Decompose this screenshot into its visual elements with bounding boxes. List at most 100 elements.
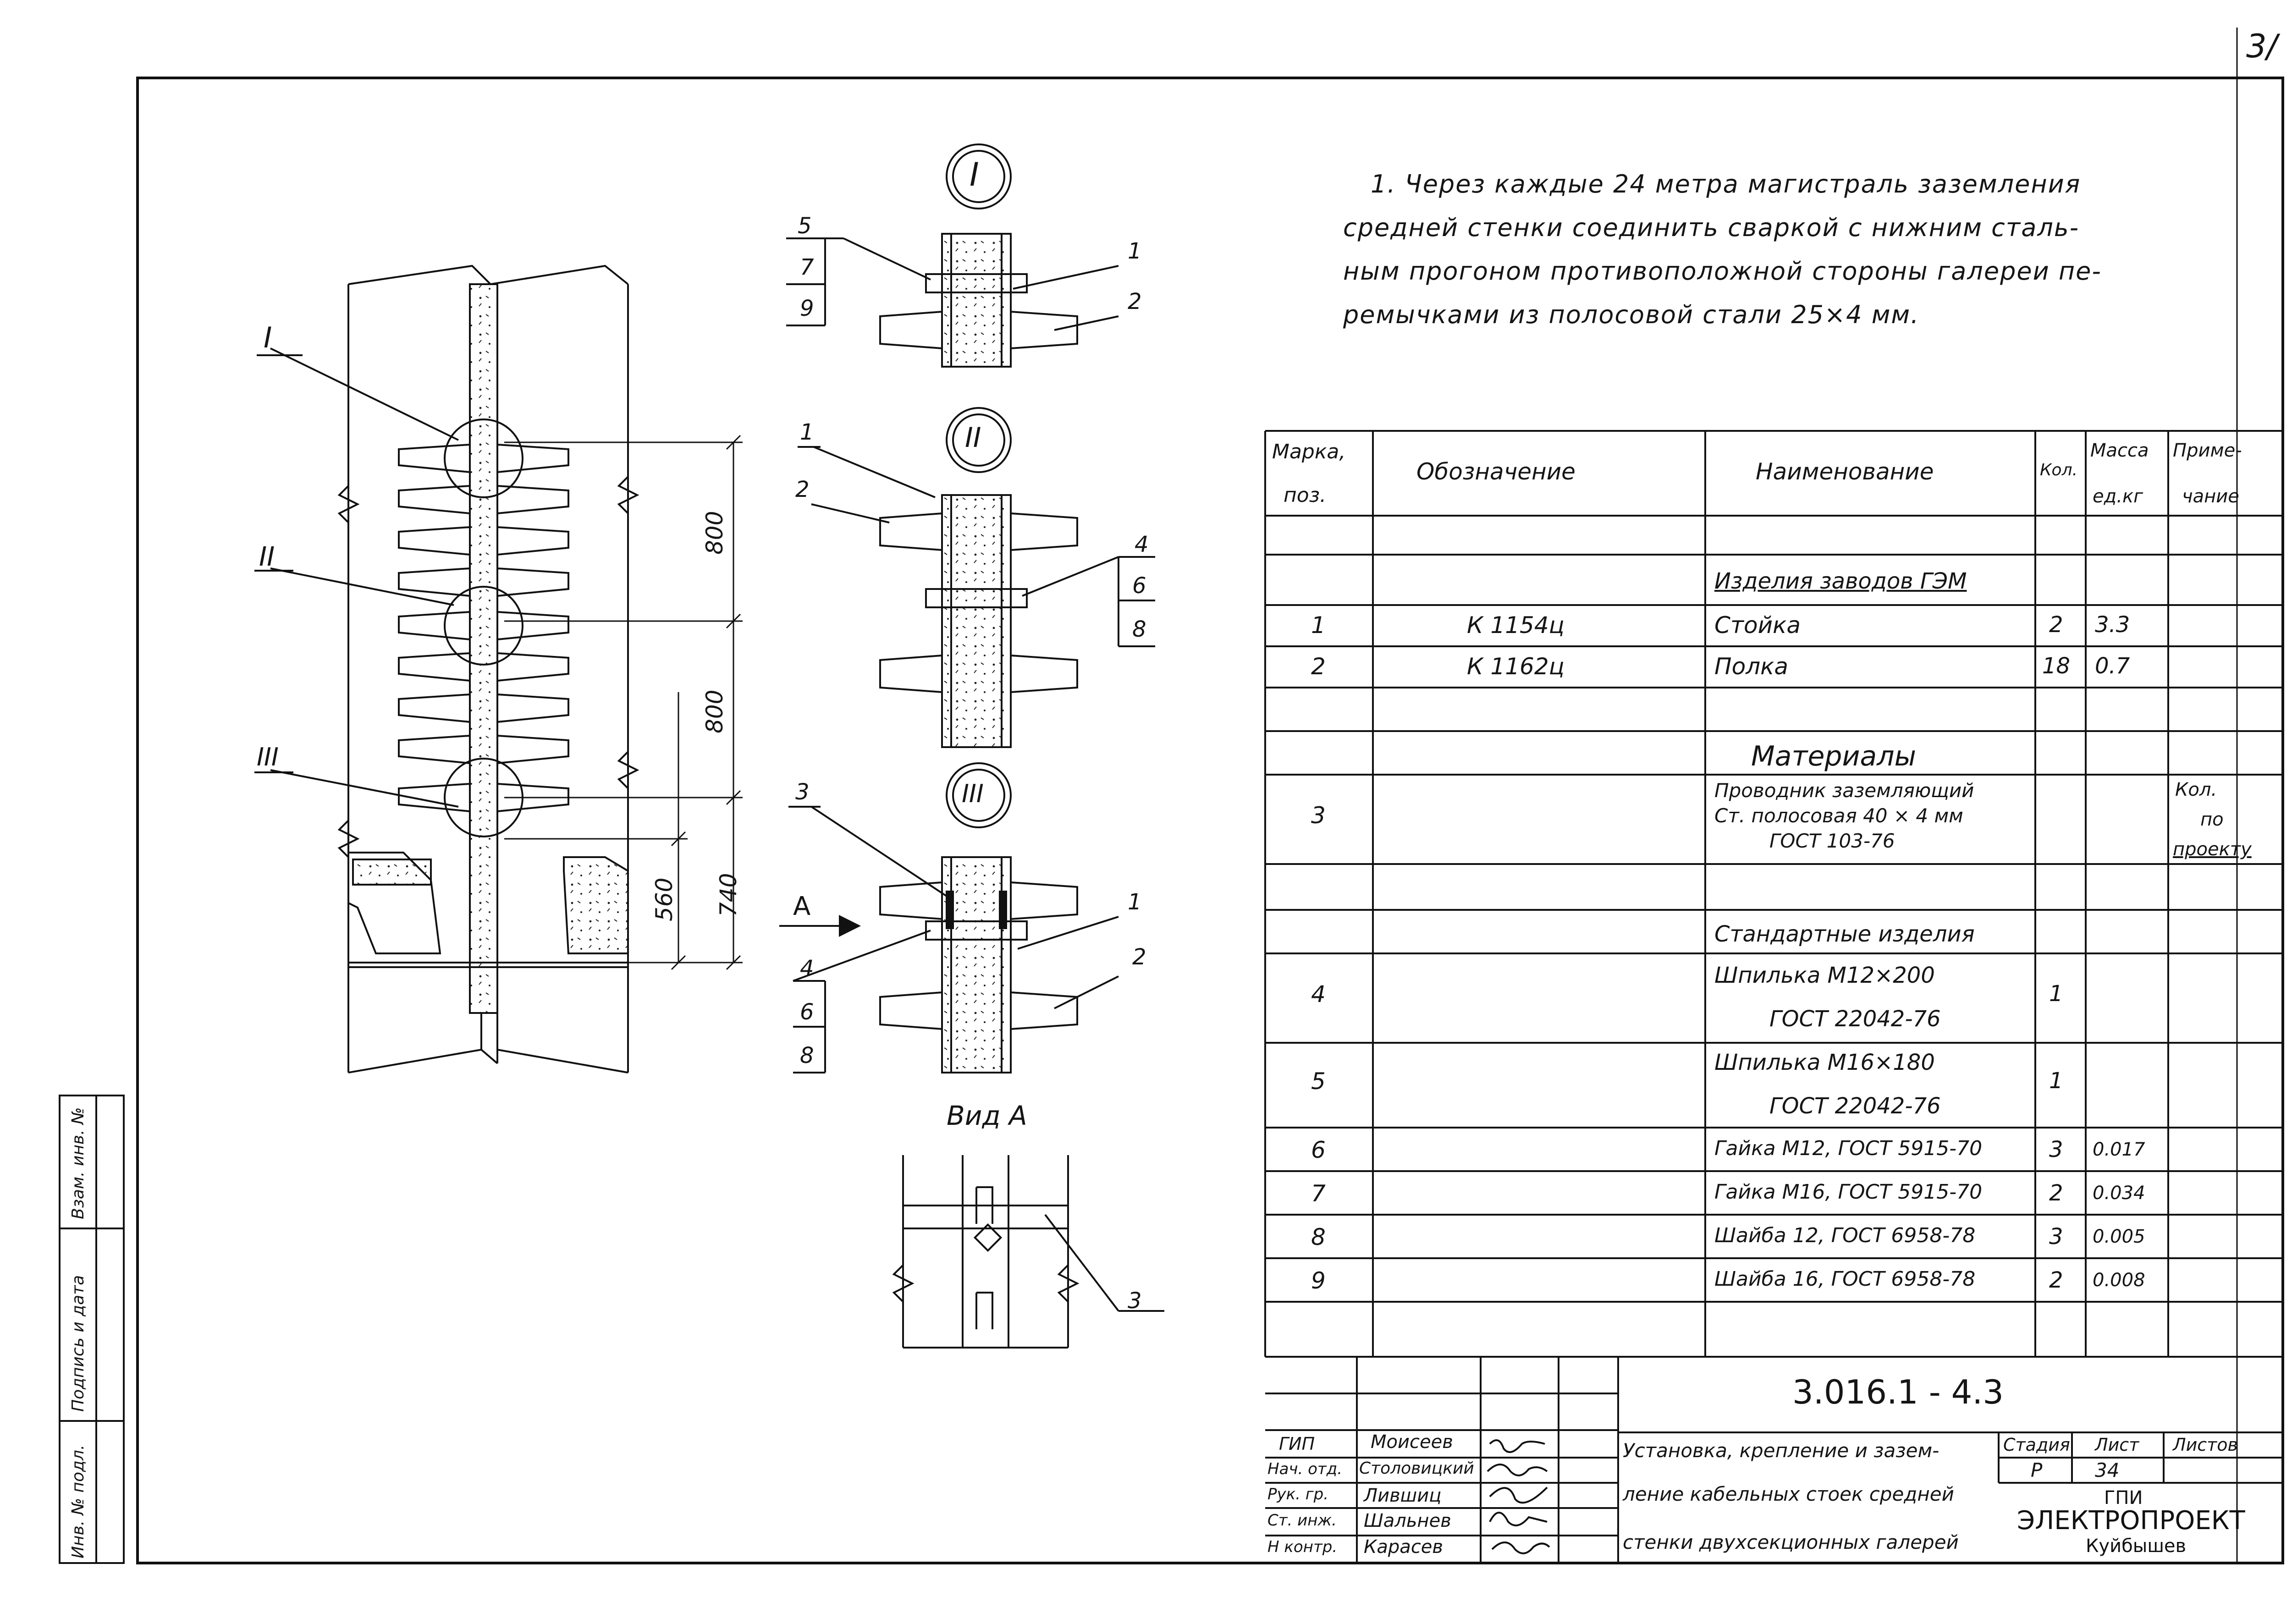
shelf-right	[496, 693, 569, 723]
side-stamp-grid	[59, 1095, 125, 1564]
col-header-qty: Кол.	[2040, 461, 2078, 479]
row9-pos: 9	[1311, 1267, 1326, 1294]
name-senior-eng: Шальнев	[1364, 1510, 1451, 1531]
detail2-pos-2: 2	[795, 477, 810, 502]
detail-III	[779, 762, 1119, 1073]
row3-pos: 3	[1311, 802, 1326, 829]
view-A-arrow-label: А	[793, 892, 811, 921]
stage-value: Р	[2031, 1459, 2043, 1481]
shelf-left	[398, 611, 471, 641]
row2-des: К 1162ц	[1467, 653, 1565, 680]
spec-table-grid	[1264, 430, 2283, 1357]
row6-qty: 3	[2049, 1137, 2063, 1162]
detail-II-label: II	[965, 422, 981, 454]
title-line-3: стенки двухсекционных галерей	[1623, 1531, 1959, 1553]
row7-name: Гайка М16, ГОСТ 5915-70	[1714, 1180, 1983, 1204]
sheet-frame	[136, 28, 2284, 1564]
stamp-sign-date: Подпись и дата	[69, 1275, 88, 1412]
view-A-pos-3: 3	[1128, 1288, 1142, 1314]
document-code: 3.016.1 - 4.3	[1792, 1373, 2004, 1411]
row5-name1: Шпилька М16×180	[1714, 1050, 1935, 1075]
row1-name: Стойка	[1714, 612, 1801, 639]
name-gip: Моисеев	[1371, 1431, 1453, 1453]
shelf-right	[496, 734, 569, 765]
row9-qty: 2	[2049, 1267, 2063, 1293]
shelf-right	[496, 526, 569, 556]
detail-I	[786, 143, 1119, 368]
shelf-left	[398, 693, 471, 723]
shelf-right	[496, 567, 569, 597]
row6-name: Гайка М12, ГОСТ 5915-70	[1714, 1137, 1983, 1160]
callout-I: I	[264, 321, 272, 354]
name-norm-control: Карасев	[1364, 1536, 1443, 1558]
detail1-pos-5: 5	[798, 213, 812, 239]
section-factory: Изделия заводов ГЭМ	[1714, 568, 1967, 594]
sheet-value: 34	[2095, 1459, 2120, 1481]
stamp-inv-no: Инв. № подл.	[69, 1444, 88, 1558]
title-line-1: Установка, крепление и зазем-	[1623, 1439, 1939, 1462]
row7-qty: 2	[2049, 1180, 2063, 1206]
org-gpi: ГПИ	[2104, 1487, 2143, 1508]
detail1-pos-7: 7	[800, 254, 814, 280]
sheet-label: Лист	[2095, 1435, 2139, 1455]
row8-qty: 3	[2049, 1224, 2063, 1250]
col-header-note: Приме-	[2173, 440, 2242, 461]
detail3-pos-1: 1	[1128, 889, 1142, 915]
dimension-lines	[504, 435, 743, 970]
name-group-head: Лившиц	[1364, 1485, 1442, 1506]
view-A	[892, 1155, 1164, 1349]
row3-note2: по	[2200, 809, 2224, 830]
detail2-pos-4: 4	[1135, 532, 1149, 557]
row8-pos: 8	[1311, 1224, 1326, 1250]
detail2-pos-8: 8	[1132, 617, 1146, 642]
stamp-repl-inv: Взам. инв. №	[69, 1107, 88, 1219]
detail3-pos-6: 6	[800, 999, 814, 1025]
sheets-label: Листов	[2173, 1435, 2238, 1455]
row4-name2: ГОСТ 22042-76	[1769, 1006, 1941, 1032]
row1-mass: 3.3	[2095, 612, 2130, 638]
row2-name: Полка	[1714, 653, 1788, 680]
dim-800-top: 800	[701, 511, 728, 555]
shelf-left	[398, 567, 471, 597]
row2-qty: 18	[2042, 653, 2071, 679]
row7-pos: 7	[1311, 1180, 1326, 1207]
row5-qty: 1	[2049, 1068, 2063, 1094]
row2-pos: 2	[1311, 653, 1326, 680]
detail-circles	[254, 347, 523, 837]
note-line-1: 1. Через каждые 24 метра магистраль зазе…	[1371, 170, 2081, 198]
detail1-pos-9: 9	[800, 296, 814, 321]
detail1-pos-2: 2	[1128, 289, 1142, 314]
shelf-right	[496, 782, 569, 813]
role-senior-eng: Ст. инж.	[1267, 1511, 1337, 1530]
row4-name1: Шпилька М12×200	[1714, 963, 1935, 988]
row7-mass: 0.034	[2093, 1183, 2145, 1204]
detail1-pos-1: 1	[1128, 238, 1142, 264]
row4-qty: 1	[2049, 981, 2063, 1007]
role-group-head: Рук. гр.	[1267, 1485, 1329, 1503]
row3-name2: Ст. полосовая 40 × 4 мм	[1714, 804, 1963, 827]
detail-II	[798, 407, 1155, 748]
detail2-pos-1: 1	[800, 419, 814, 445]
shelf-right	[496, 443, 569, 473]
view-A-title: Вид А	[947, 1100, 1027, 1131]
shelf-right	[496, 611, 569, 641]
detail3-pos-2: 2	[1132, 944, 1146, 970]
title-line-2: ление кабельных стоек средней	[1623, 1483, 1954, 1505]
detail2-pos-6: 6	[1132, 573, 1146, 599]
row2-mass: 0.7	[2095, 653, 2130, 679]
row3-name1: Проводник заземляющий	[1714, 779, 1974, 802]
shelf-left	[398, 443, 471, 473]
callout-II: II	[259, 541, 275, 572]
detail3-pos-4: 4	[800, 956, 814, 981]
row9-name: Шайба 16, ГОСТ 6958-78	[1714, 1267, 1976, 1291]
shelf-left	[398, 652, 471, 682]
sheet-corner-number: 3/	[2246, 28, 2278, 65]
row9-mass: 0.008	[2093, 1270, 2145, 1291]
row1-qty: 2	[2049, 612, 2063, 638]
section-standard: Стандартные изделия	[1714, 921, 1975, 947]
org-city: Куйбышев	[2086, 1536, 2187, 1557]
section-materials: Материалы	[1751, 740, 1916, 772]
row1-pos: 1	[1311, 612, 1326, 639]
role-gip: ГИП	[1279, 1434, 1315, 1454]
